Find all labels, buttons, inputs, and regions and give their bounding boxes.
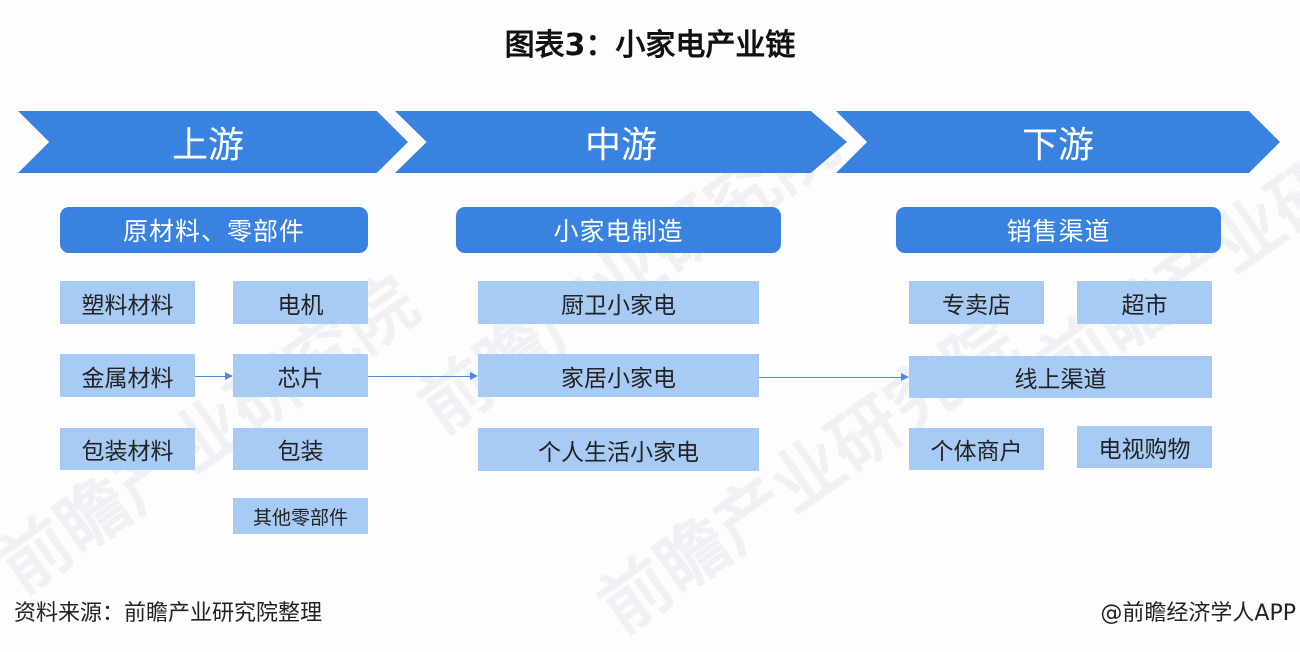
mid-personal: 个人生活小家电: [478, 428, 759, 471]
channel-individual-merchant: 个体商户: [909, 428, 1044, 470]
downstream-header: 销售渠道: [896, 207, 1221, 253]
part-motor: 电机: [233, 281, 368, 324]
stage-midstream-chevron: 中游: [395, 111, 847, 173]
channel-online: 线上渠道: [909, 356, 1212, 398]
material-plastic: 塑料材料: [60, 281, 195, 324]
arrow-metal-to-chip: [195, 372, 233, 380]
stage-downstream-label: 下游: [1021, 125, 1094, 166]
mid-home: 家居小家电: [478, 354, 759, 397]
midstream-header: 小家电制造: [456, 207, 781, 253]
channel-tv-shopping: 电视购物: [1077, 426, 1212, 468]
credit-note: @前瞻经济学人APP: [1100, 601, 1296, 626]
material-packaging: 包装材料: [60, 428, 195, 470]
material-metal: 金属材料: [60, 354, 195, 397]
arrow-chip-to-mid: [368, 372, 478, 380]
source-note: 资料来源：前瞻产业研究院整理: [14, 601, 323, 626]
part-chip: 芯片: [233, 354, 368, 397]
chart-title: 图表3：小家电产业链: [504, 28, 796, 63]
part-packaging: 包装: [233, 428, 368, 470]
arrow-mid-to-online: [759, 373, 909, 381]
channel-specialty-store: 专卖店: [909, 281, 1044, 324]
upstream-header: 原材料、零部件: [60, 207, 368, 253]
mid-kitchen-bath: 厨卫小家电: [478, 281, 759, 324]
stage-upstream-chevron: 上游: [18, 111, 408, 173]
stage-downstream-chevron: 下游: [836, 111, 1280, 173]
stage-upstream-label: 上游: [171, 125, 244, 166]
part-other: 其他零部件: [233, 498, 368, 534]
channel-supermarket: 超市: [1077, 281, 1212, 324]
stage-midstream-label: 中游: [584, 125, 657, 166]
